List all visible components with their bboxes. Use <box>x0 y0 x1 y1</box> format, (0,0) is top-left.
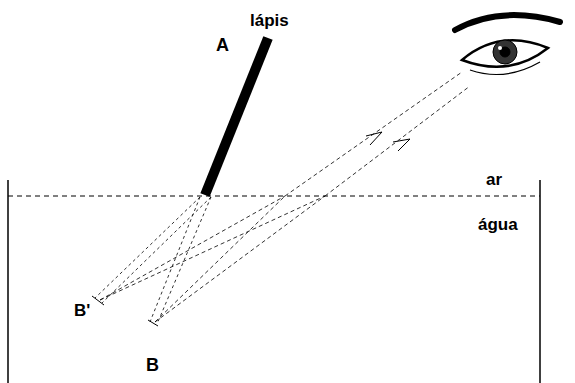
pencil <box>205 38 268 195</box>
ray-arrow <box>366 132 382 145</box>
eye <box>462 40 548 66</box>
eyelid <box>470 62 540 75</box>
eyebrow <box>455 15 560 30</box>
apparent-pencil <box>95 197 211 303</box>
eye-highlight <box>498 46 502 50</box>
part-name: lápis <box>250 12 289 29</box>
point-label: B' <box>74 302 90 319</box>
light-ray <box>285 72 470 196</box>
point-label: A <box>216 36 229 54</box>
tip-mark <box>92 296 158 326</box>
medium-label: água <box>478 216 518 233</box>
virtual-ray <box>100 196 325 300</box>
medium-label: ar <box>486 171 502 188</box>
container-wall <box>539 180 541 383</box>
container-wall <box>7 180 9 383</box>
light-ray <box>155 196 325 322</box>
submerged-pencil <box>150 197 211 324</box>
point-label: B <box>146 356 159 374</box>
iris <box>493 40 517 64</box>
water-surface <box>8 196 540 197</box>
ray-arrow <box>393 139 410 151</box>
